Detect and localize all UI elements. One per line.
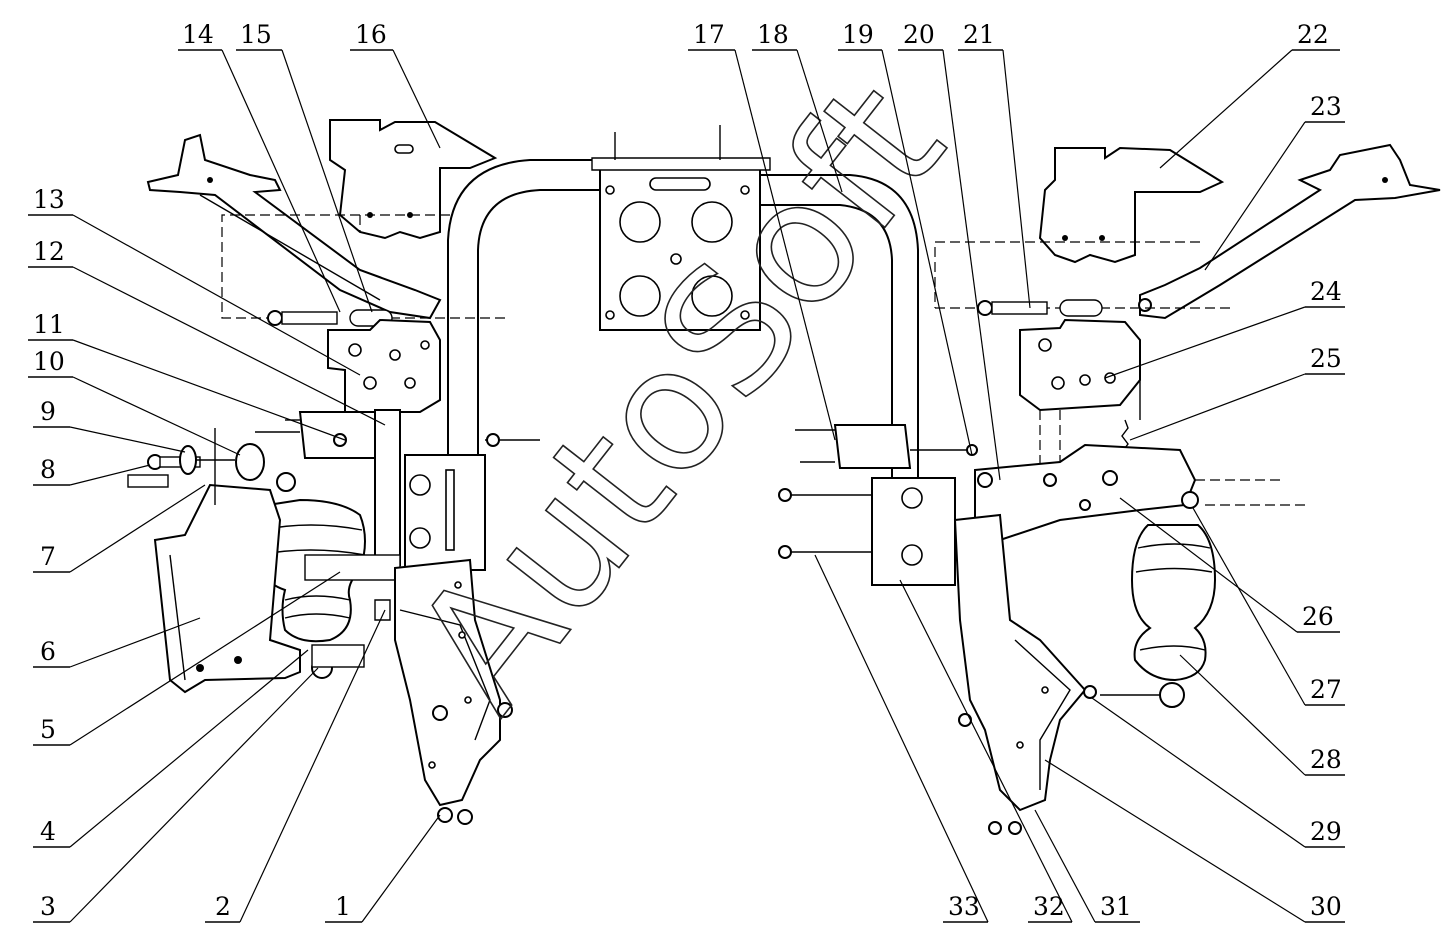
callout-2: 2 xyxy=(215,892,231,921)
callout-26: 26 xyxy=(1302,602,1334,631)
callout-3: 3 xyxy=(40,892,56,921)
callout-33: 33 xyxy=(948,892,980,921)
callout-24: 24 xyxy=(1310,277,1342,306)
callout-15: 15 xyxy=(240,20,272,49)
callout-9: 9 xyxy=(40,397,56,426)
callout-4: 4 xyxy=(40,817,56,846)
callout-16: 16 xyxy=(355,20,387,49)
callout-19: 19 xyxy=(842,20,874,49)
callout-21: 21 xyxy=(963,20,995,49)
callout-12: 12 xyxy=(33,237,65,266)
callout-25: 25 xyxy=(1310,344,1342,373)
callout-27: 27 xyxy=(1310,675,1342,704)
callout-10: 10 xyxy=(33,347,65,376)
callout-13: 13 xyxy=(33,185,65,214)
right-assembly xyxy=(778,143,1441,835)
callout-22: 22 xyxy=(1297,20,1329,49)
callout-17: 17 xyxy=(693,20,725,49)
callout-1: 1 xyxy=(335,892,351,921)
callout-6: 6 xyxy=(40,637,56,666)
callout-8: 8 xyxy=(40,455,56,484)
callout-7: 7 xyxy=(40,542,56,571)
callout-32: 32 xyxy=(1033,892,1065,921)
callout-31: 31 xyxy=(1100,892,1132,921)
callout-23: 23 xyxy=(1310,92,1342,121)
callout-29: 29 xyxy=(1310,817,1342,846)
left-assembly xyxy=(127,119,540,825)
callouts: 14 15 16 17 18 19 20 21 22 23 24 xyxy=(28,20,1345,923)
callout-14: 14 xyxy=(182,20,214,49)
callout-28: 28 xyxy=(1310,745,1342,774)
callout-30: 30 xyxy=(1310,892,1342,921)
callout-5: 5 xyxy=(40,715,56,744)
center-mounting-plate xyxy=(591,125,771,331)
callout-20: 20 xyxy=(903,20,935,49)
callout-11: 11 xyxy=(33,310,65,339)
callout-18: 18 xyxy=(757,20,789,49)
